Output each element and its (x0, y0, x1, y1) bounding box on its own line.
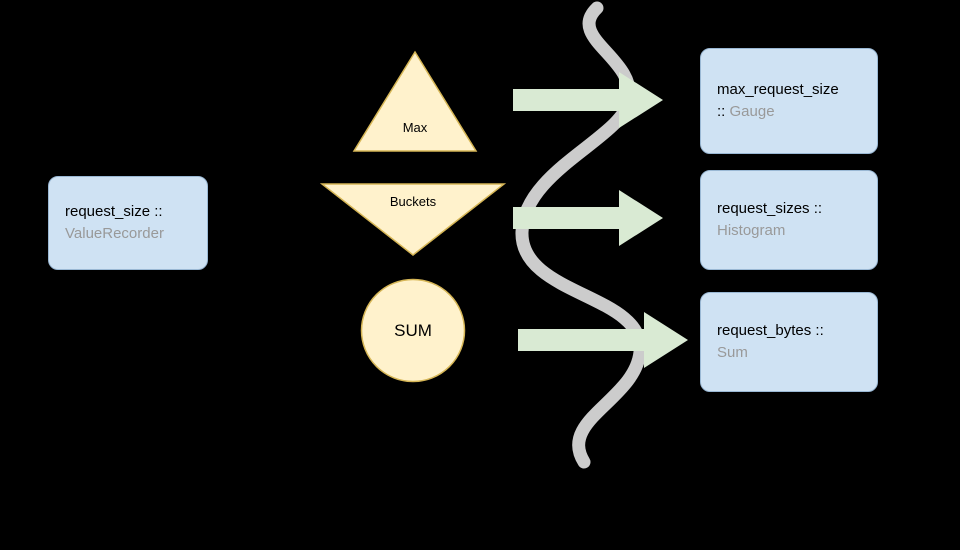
output-node-histogram: request_sizes :: Histogram (700, 170, 878, 270)
metric-source-label: request_size :: ValueRecorder (65, 201, 164, 245)
aggregation-label: Buckets (389, 194, 437, 209)
aggregation-buckets: Buckets (320, 182, 506, 257)
metric-name: max_request_size (717, 81, 839, 98)
metric-name: request_size (65, 203, 151, 220)
output-label: request_sizes :: Histogram (717, 198, 822, 242)
output-label: request_bytes :: Sum (717, 320, 824, 364)
metric-type: Histogram (717, 222, 786, 239)
flow-arrow-sum-icon (518, 312, 688, 368)
aggregation-label: Max (402, 120, 428, 135)
circle-icon (360, 278, 466, 383)
metric-source-node: request_size :: ValueRecorder (48, 176, 208, 270)
metric-type: ValueRecorder (65, 225, 164, 242)
flow-arrow-buckets-icon (513, 190, 663, 246)
metric-type: Gauge (729, 103, 775, 120)
output-node-gauge: max_request_size :: Gauge (700, 48, 878, 154)
aggregation-label: SUM (394, 320, 432, 340)
metric-type: Sum (717, 344, 748, 361)
separator: :: (717, 103, 726, 120)
output-node-sum: request_bytes :: Sum (700, 292, 878, 392)
metric-name: request_sizes (717, 200, 810, 217)
output-label: max_request_size :: Gauge (717, 79, 839, 123)
aggregation-max: Max (352, 50, 478, 153)
triangle-down-icon (320, 183, 506, 256)
aggregation-sum: SUM (360, 278, 466, 383)
metric-name: request_bytes (717, 322, 812, 339)
flow-arrow-max-icon (513, 72, 663, 128)
triangle-up-icon (352, 50, 478, 152)
separator: :: (154, 203, 163, 220)
separator: :: (815, 322, 824, 339)
separator: :: (813, 200, 823, 217)
